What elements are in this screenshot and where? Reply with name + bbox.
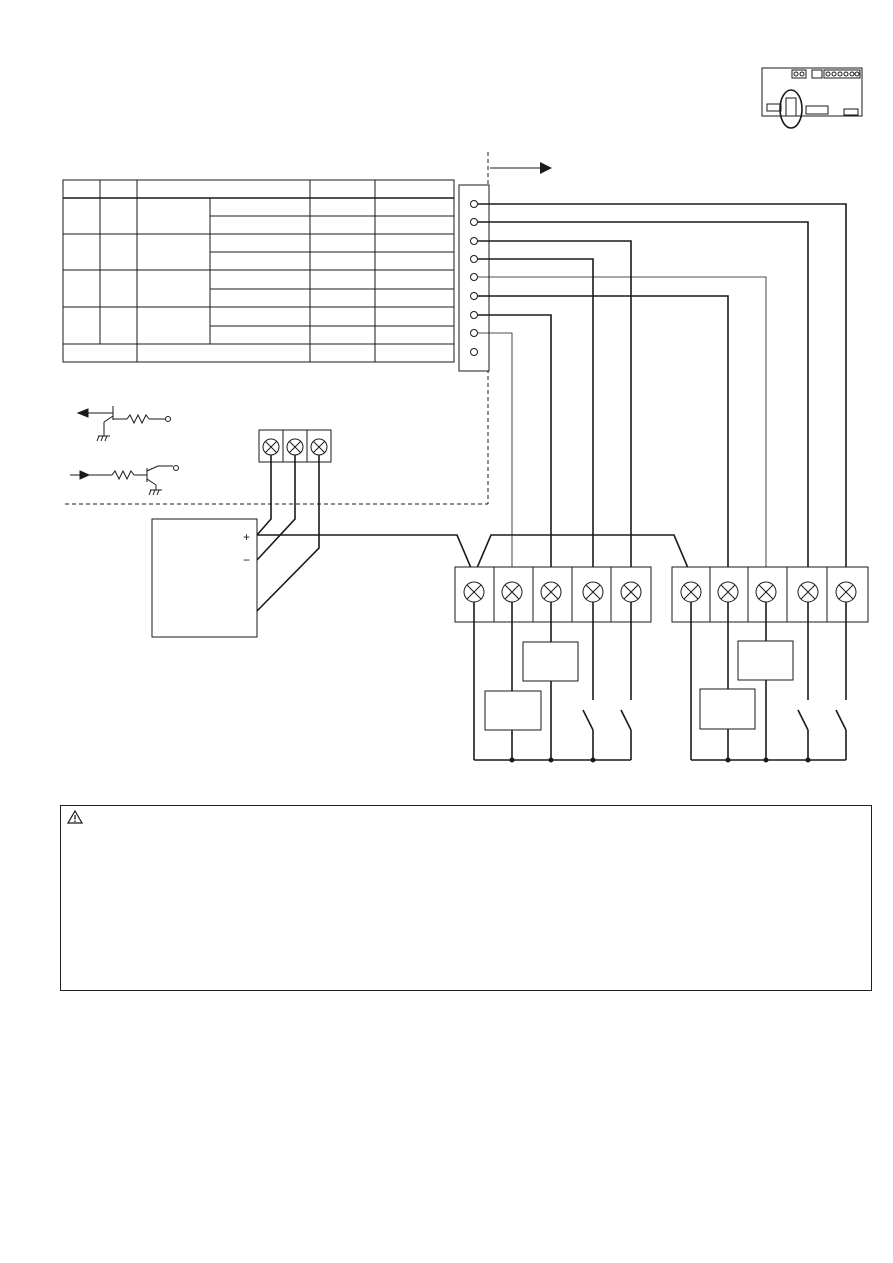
transistor-input-icon: [70, 465, 179, 496]
connector-pin: [470, 200, 478, 208]
terminal-screw-icon: [501, 581, 523, 603]
warning-box: [60, 805, 872, 991]
terminal-screw-icon: [540, 581, 562, 603]
transistor-output-icon: [76, 406, 171, 442]
right-field-wiring: [690, 602, 847, 761]
terminal-screw-icon: [463, 581, 485, 603]
terminal-screw-icon: [310, 438, 328, 456]
terminal-screw-icon: [262, 438, 280, 456]
left-junction-dots: [509, 757, 596, 763]
load-box: [484, 690, 542, 731]
connector-pin: [470, 311, 478, 319]
load-box: [699, 688, 756, 730]
load-box: [737, 640, 794, 681]
terminal-screw-icon: [620, 581, 642, 603]
connector-pin: [470, 218, 478, 226]
left-terminal-strip: [454, 566, 652, 623]
power-supply-box: + −: [151, 518, 258, 638]
minus-terminal-label: −: [243, 553, 250, 567]
signal-table: [62, 179, 455, 363]
right-load-boxes: [699, 640, 794, 730]
terminal-screw-icon: [717, 581, 739, 603]
load-box: [522, 641, 579, 682]
connector-pin: [470, 273, 478, 281]
terminal-screw-icon: [755, 581, 777, 603]
board-locator-thumbnail: [761, 67, 863, 129]
terminal-screw-icon: [797, 581, 819, 603]
right-terminal-strip: [671, 566, 869, 623]
connector-pin: [470, 255, 478, 263]
terminal-screw-icon: [680, 581, 702, 603]
warning-triangle-icon: [67, 810, 83, 824]
plus-terminal-label: +: [243, 530, 250, 544]
connector-pin: [470, 292, 478, 300]
terminal-screw-icon: [286, 438, 304, 456]
right-junction-dots: [725, 757, 811, 763]
left-load-boxes: [484, 641, 579, 731]
terminal-screw-icon: [835, 581, 857, 603]
connector-pin: [470, 348, 478, 356]
connector-block: [458, 184, 490, 372]
arrow-right-icon: [490, 162, 552, 174]
terminal-screw-icon: [582, 581, 604, 603]
signal-wires: [478, 203, 847, 582]
connector-pin: [470, 237, 478, 245]
power-wires: [256, 455, 692, 612]
highlight-circle: [779, 89, 803, 129]
connector-pin: [470, 329, 478, 337]
